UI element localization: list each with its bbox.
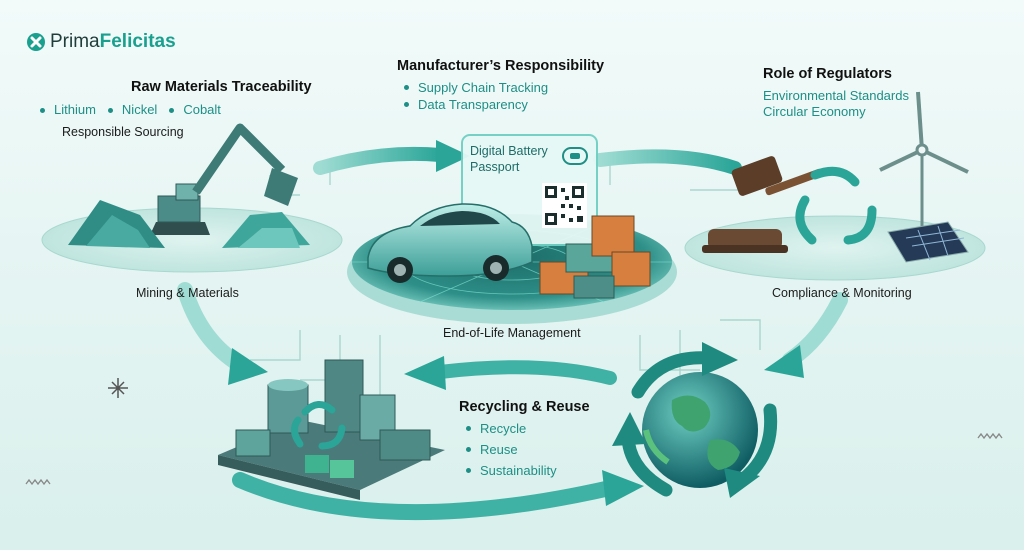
arrow-head-1 [436,140,470,172]
earth-cycle-icon [612,342,778,498]
recycling-facility-icon [218,359,445,500]
arrow-bottom-to-earth [232,472,618,521]
zigzag-left-icon [25,478,51,486]
recycling-title: Recycling & Reuse [459,399,590,415]
materials-list: Lithium Nickel Cobalt [40,101,221,119]
passport-line1: Digital Battery [470,144,548,158]
sparkle-icon [108,378,128,398]
brand-name-part2: Felicitas [99,31,176,52]
manufacturer-item-tracking: Supply Chain Tracking [404,79,548,96]
material-cobalt: Cobalt [169,101,221,119]
arrow-head-2 [228,348,268,385]
end-of-life-caption: End-of-Life Management [443,326,581,340]
excavator-icon [150,123,298,235]
gear-cross-icon [27,33,45,51]
manufacturer-list: Supply Chain Tracking Data Transparency [404,79,548,113]
arrow-head-5 [602,470,644,506]
battery-modules-icon [539,215,651,299]
gavel-icon [702,156,823,253]
wind-turbine-icon [879,91,969,235]
recycling-item-recycle: Recycle [466,418,557,439]
recycling-list: Recycle Reuse Sustainability [466,418,557,481]
passport-line2: Passport [470,160,520,174]
regulators-title: Role of Regulators [763,66,892,82]
ore-piles-icon [68,200,310,248]
electric-car-icon [367,203,533,283]
qr-code-icon [542,183,587,228]
recycling-item-sustainability: Sustainability [466,460,557,481]
arrow-earth-to-recycling [433,360,617,385]
arrow-to-passport [313,146,447,175]
passport-label: Digital Battery Passport [470,143,548,175]
regulators-item-standards: Environmental Standards [763,88,909,103]
regulators-list: Environmental Standards Circular Economy [763,88,909,120]
recycle-symbol-icon [291,401,346,450]
compliance-caption: Compliance & Monitoring [772,286,912,300]
material-lithium: Lithium [40,101,96,119]
manufacturer-item-transparency: Data Transparency [404,96,548,113]
raw-materials-title: Raw Materials Traceability [131,79,312,95]
mining-caption: Mining & Materials [136,286,239,300]
material-nickel: Nickel [108,101,157,119]
manufacturer-title: Manufacturer’s Responsibility [397,58,605,74]
recycle-icon [795,166,877,245]
zigzag-right-icon [977,432,1003,440]
solar-panel-icon [887,221,969,263]
arrow-head-3 [764,345,804,378]
arrow-head-4 [404,356,446,390]
recycling-item-reuse: Reuse [466,439,557,460]
battery-chip-icon [562,147,588,165]
regulators-item-circular: Circular Economy [763,104,866,119]
arrow-to-regulators [593,149,742,175]
brand-name-part1: Prima [50,31,100,52]
responsible-sourcing-label: Responsible Sourcing [62,125,184,139]
